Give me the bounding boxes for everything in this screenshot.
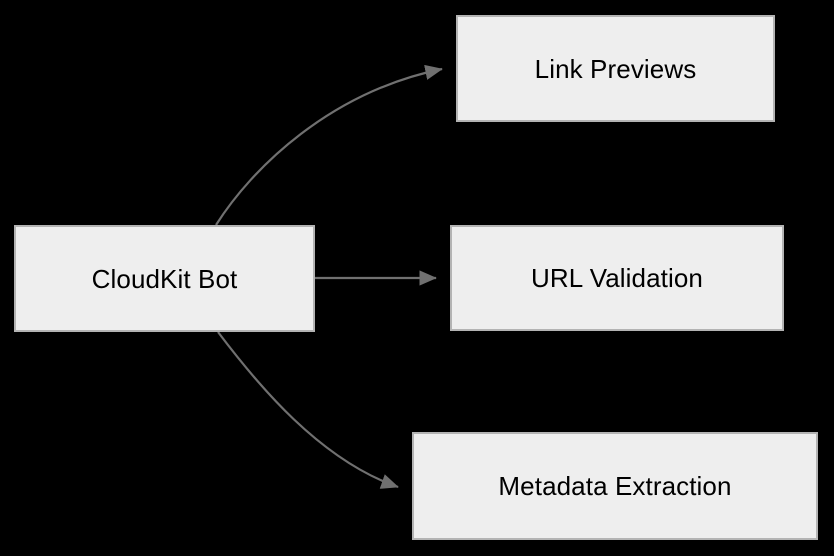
node-link-previews[interactable]: Link Previews <box>456 15 775 122</box>
node-cloudkit-bot[interactable]: CloudKit Bot <box>14 225 315 332</box>
node-label-url-validation: URL Validation <box>531 263 703 293</box>
node-url-validation[interactable]: URL Validation <box>450 225 784 331</box>
edge-bot-to-link-previews <box>215 64 443 226</box>
edge-bot-to-metadata-extraction <box>217 331 399 489</box>
node-label-metadata-extraction: Metadata Extraction <box>498 471 732 501</box>
node-metadata-extraction[interactable]: Metadata Extraction <box>412 432 818 540</box>
node-label-cloudkit-bot: CloudKit Bot <box>91 263 238 294</box>
node-label-link-previews: Link Previews <box>534 53 697 84</box>
